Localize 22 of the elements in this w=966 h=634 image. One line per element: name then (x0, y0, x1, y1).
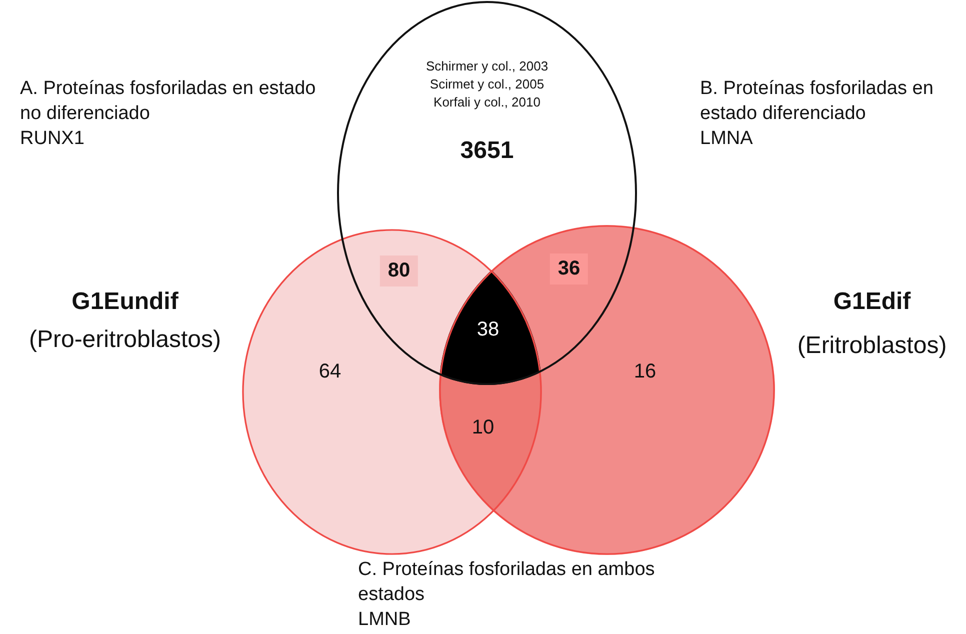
count-label: 10 (472, 416, 494, 440)
annotation-text: RUNX1 (20, 127, 86, 151)
set-name: G1Eundif (72, 288, 178, 316)
annotation-text: B. Proteínas fosforiladas en estado diferenciado (700, 77, 934, 126)
annotation-text: LMNA (700, 127, 754, 151)
count-label: 3651 (460, 137, 514, 165)
set-ellipse (242, 229, 542, 555)
count-label: 64 (318, 360, 342, 384)
count-label: 16 (634, 360, 656, 384)
reference-text: Korfali y col., 2010 (434, 94, 540, 110)
set-description: (Pro-eritroblastos) (28, 326, 222, 354)
count-label: 36 (550, 254, 588, 284)
set-ellipse (439, 225, 775, 555)
annotation-text: A. Proteínas fosforiladas en estado no diferenciado (20, 77, 317, 126)
set-description: (Eritroblastos) (797, 332, 947, 360)
count-label: 80 (380, 256, 418, 286)
reference-text: Schirmer y col., 2003 (426, 58, 548, 74)
annotation-text: LMNB (358, 608, 412, 632)
count-label: 38 (476, 318, 500, 342)
set-name: G1Edif (833, 288, 911, 316)
reference-text: Scirmet y col., 2005 (430, 76, 544, 92)
annotation-text: C. Proteínas fosforiladas en ambos estados (358, 558, 656, 607)
